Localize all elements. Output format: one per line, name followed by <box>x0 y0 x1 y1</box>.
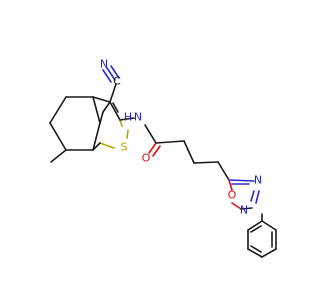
thiophene-ring <box>92 96 129 151</box>
triple-bond <box>106 67 116 81</box>
amide-linker <box>119 117 230 181</box>
bond <box>112 102 119 113</box>
cyclohexene-ring <box>49 96 101 163</box>
bond <box>109 101 121 121</box>
bond <box>240 207 253 210</box>
bond <box>250 245 262 253</box>
bond <box>92 122 101 151</box>
bond <box>261 248 277 258</box>
nitrile-c-label: C <box>113 75 121 88</box>
amide-n-label: N <box>134 111 142 124</box>
molecule-diagram: N C H N S O O N N <box>49 57 277 258</box>
bond <box>99 142 115 149</box>
bond <box>49 122 67 151</box>
bond <box>144 124 157 144</box>
methyl-bond <box>50 149 67 163</box>
bond <box>99 111 104 124</box>
bond <box>183 140 195 164</box>
thiophene-s-label: S <box>121 141 128 154</box>
bond <box>228 179 233 191</box>
nitrile-group <box>102 65 120 103</box>
bond <box>92 96 111 103</box>
triple-bond <box>102 69 112 83</box>
bond <box>261 220 277 231</box>
oxadiazole-ring <box>228 179 260 210</box>
carbonyl-bond <box>152 145 161 157</box>
bond <box>247 220 263 231</box>
oxadiazole-o-label: O <box>228 189 237 202</box>
bond <box>231 202 242 210</box>
carbonyl-o-label: O <box>142 152 151 165</box>
oxadiazole-n-lower-label: N <box>240 204 248 217</box>
bond <box>250 190 255 202</box>
bond <box>228 179 255 182</box>
bond <box>109 83 117 103</box>
bond <box>119 119 123 127</box>
bond <box>247 248 263 258</box>
phenyl-ring <box>247 213 277 258</box>
amide-h-label: H <box>124 111 132 124</box>
bond <box>155 140 185 144</box>
oxadiazole-n-upper-label: N <box>254 174 262 187</box>
bond <box>119 117 135 121</box>
carbonyl-bond <box>148 142 157 154</box>
bond <box>126 129 129 139</box>
bond <box>92 142 101 151</box>
bond <box>217 161 230 181</box>
bond <box>193 161 219 164</box>
bond <box>49 96 67 124</box>
molecule-structure: N C H N S O O N N <box>49 58 277 258</box>
atom-labels: N C H N S O O N N <box>100 58 262 217</box>
bond <box>255 190 260 204</box>
nitrile-n-label: N <box>100 58 108 71</box>
bond <box>92 96 101 124</box>
bond <box>102 101 111 113</box>
bond <box>250 225 262 233</box>
triple-bond <box>110 65 120 79</box>
